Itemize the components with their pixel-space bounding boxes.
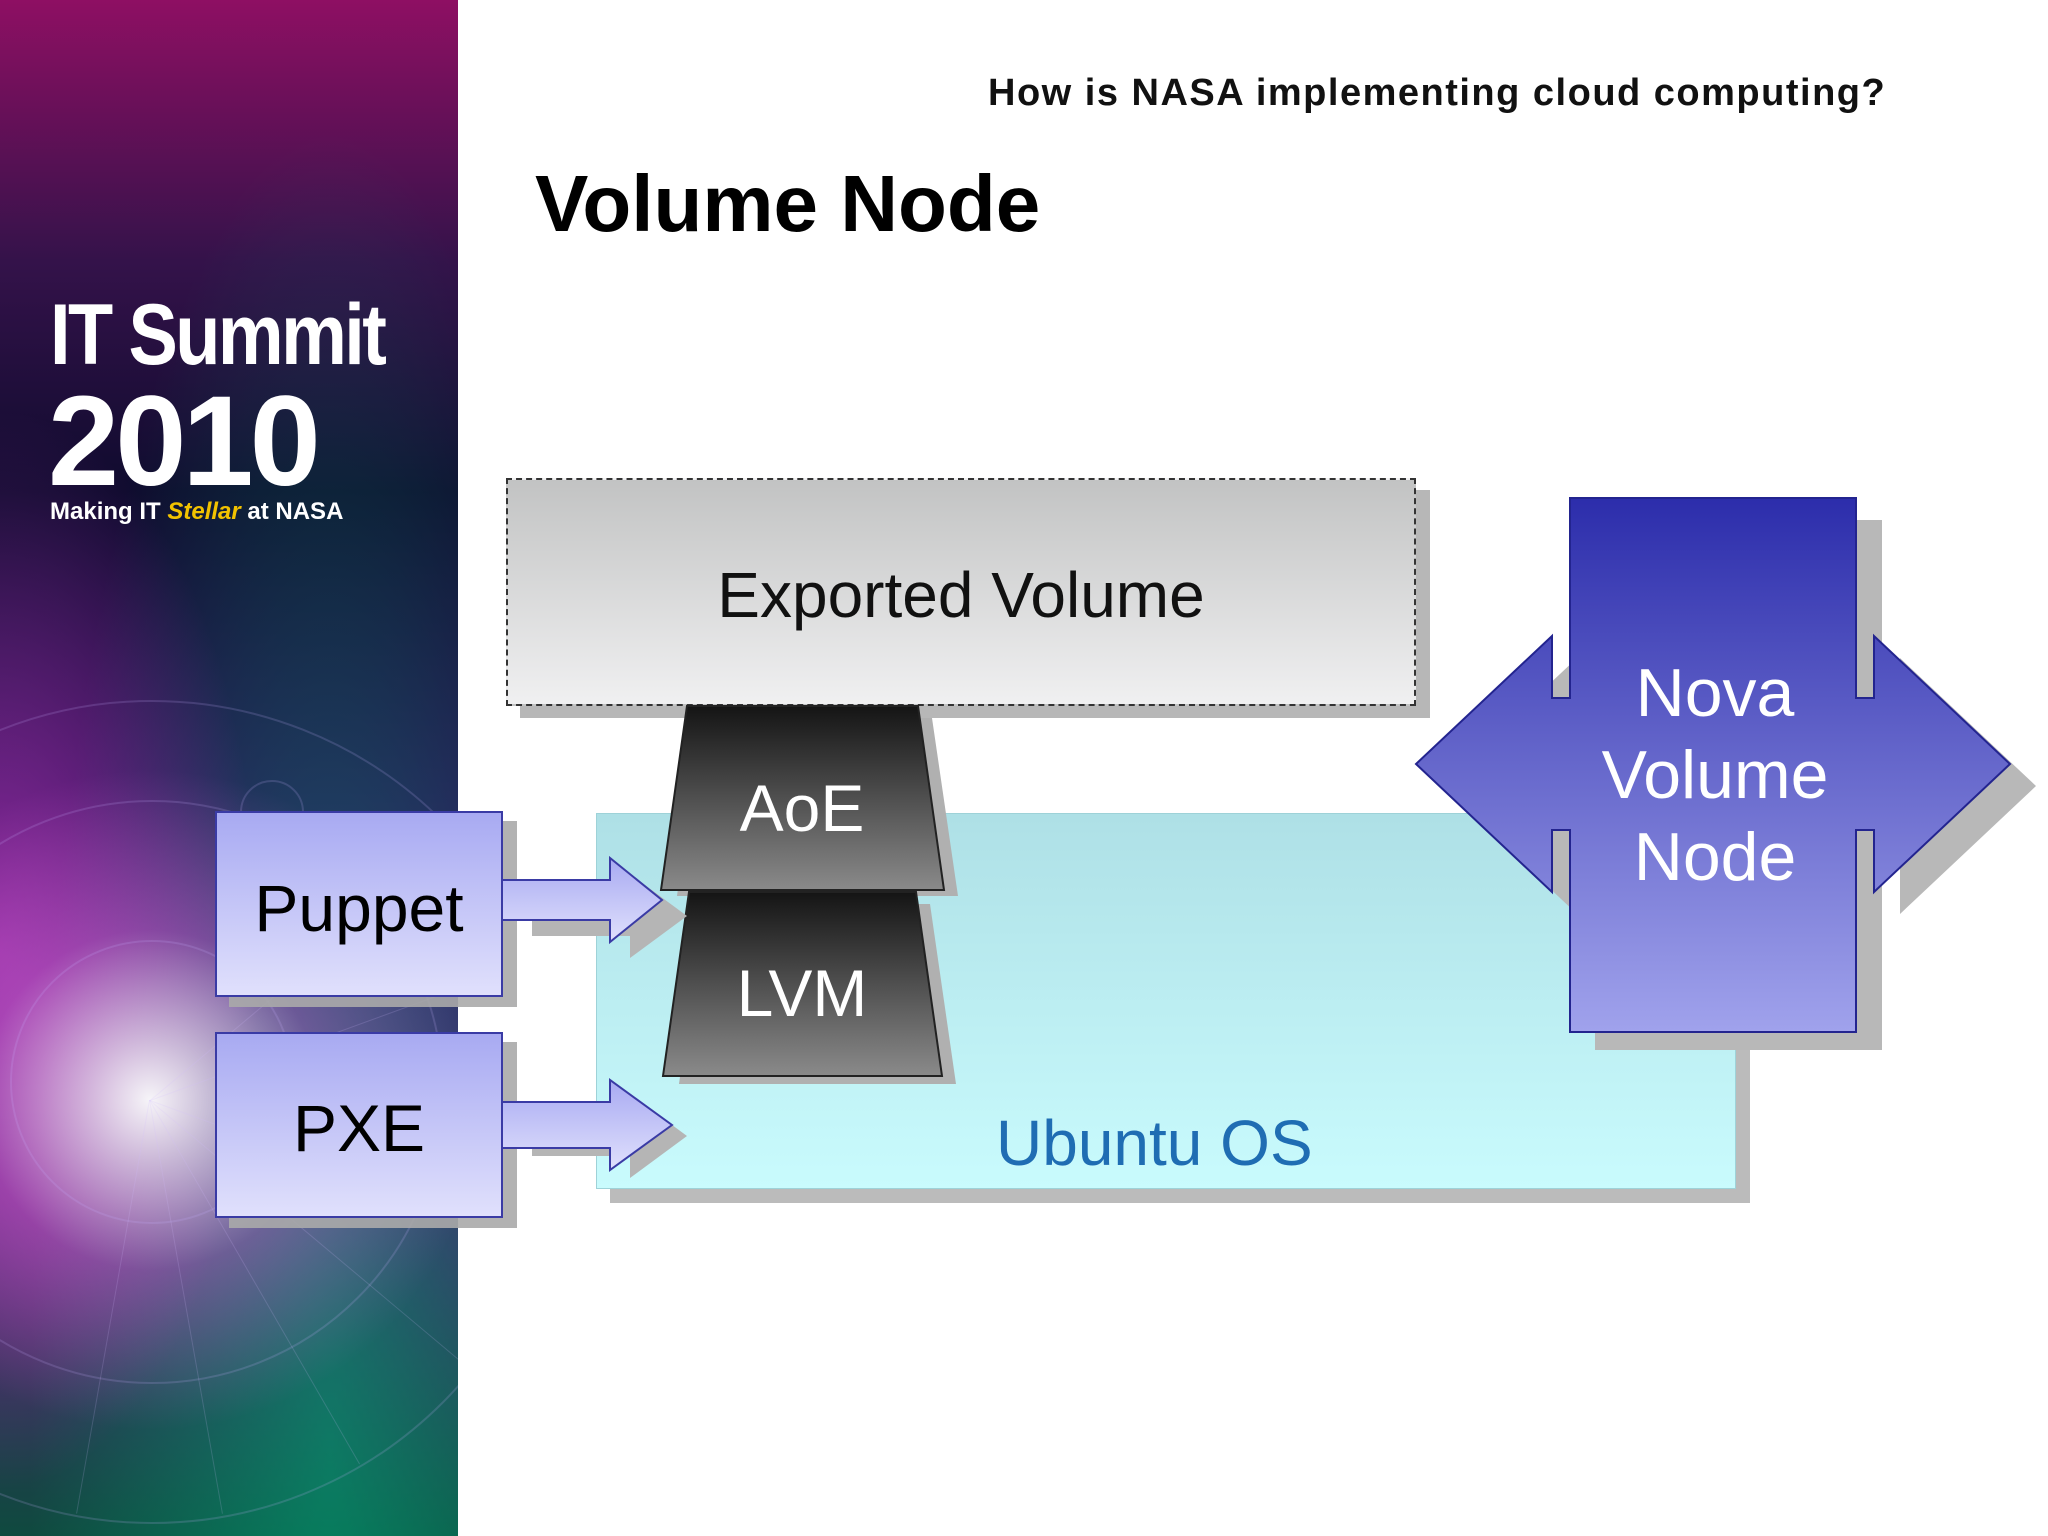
exported-volume-box (506, 478, 1416, 706)
puppet-box (215, 811, 503, 997)
pxe-label: PXE (292, 1091, 426, 1165)
sidebar-banner: IT Summit 2010 Making IT Stellar at NASA (0, 0, 458, 1536)
tagline-before: Making IT (50, 498, 168, 525)
puppet-label: Puppet (254, 871, 464, 945)
ubuntu-os-label: Ubuntu OS (996, 1107, 1313, 1179)
nova-label-line3: Node (1633, 819, 1797, 895)
pxe-box (215, 1032, 503, 1218)
aoe-label: AoE (739, 771, 865, 845)
aoe-trapezoid (659, 705, 946, 891)
nova-volume-node-shape (1414, 497, 2012, 1033)
logo-tagline: Making IT Stellar at NASA (50, 498, 343, 526)
slide-title: Volume Node (535, 159, 1041, 248)
lvm-trapezoid (661, 891, 944, 1077)
tagline-after: at NASA (240, 498, 344, 525)
puppet-arrow (501, 855, 664, 945)
lvm-label: LVM (736, 956, 868, 1030)
nova-volume-node-label: Nova Volume Node (1570, 652, 1860, 898)
exported-volume-label: Exported Volume (717, 559, 1205, 631)
logo-year: 2010 (48, 370, 321, 513)
nova-label-line2: Volume (1601, 737, 1829, 813)
slide-subtitle: How is NASA implementing cloud computing… (988, 72, 1887, 114)
nova-label-line1: Nova (1635, 655, 1795, 731)
logo-it-summit: IT Summit (50, 287, 387, 383)
tagline-stellar: Stellar (167, 498, 241, 525)
pxe-arrow (501, 1078, 674, 1172)
